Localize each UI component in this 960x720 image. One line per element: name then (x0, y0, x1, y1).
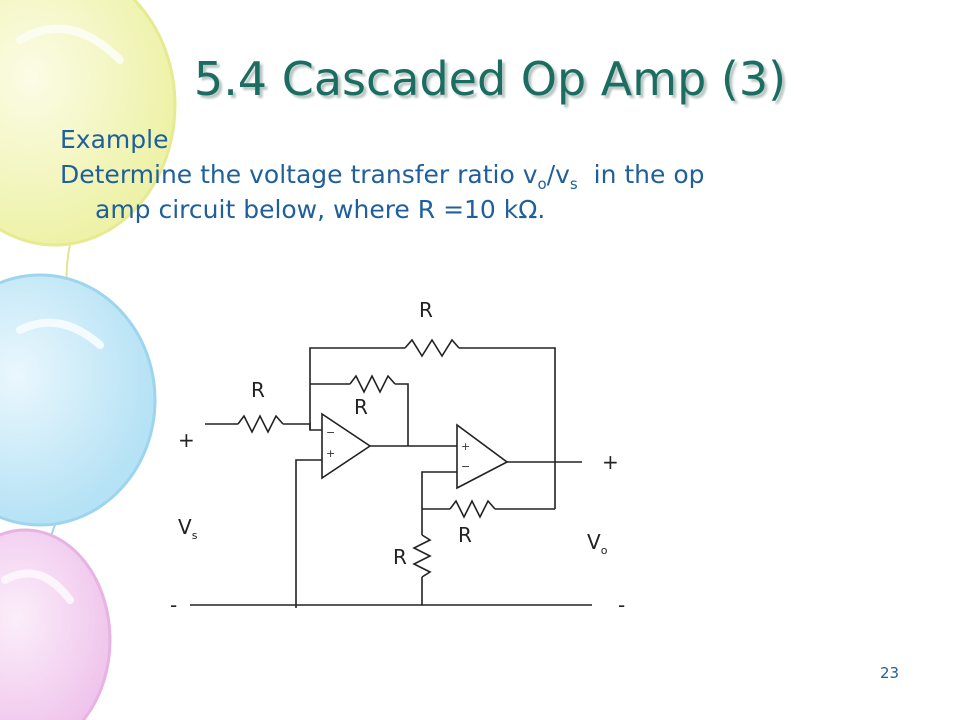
label-r-ground: R (393, 545, 407, 569)
pink-balloon-icon (0, 528, 112, 720)
top-feedback-wire (309, 347, 405, 430)
opamp1-minus-symbol: − (326, 426, 335, 439)
vo-main: V (587, 530, 601, 554)
label-r-feedback2: R (458, 523, 472, 547)
vs-sub: s (192, 529, 198, 542)
circuit-diagram: − + + − R R R R R + - + - Vs Vo (170, 298, 625, 617)
example-heading: Example (60, 125, 169, 154)
label-r-input: R (251, 378, 265, 402)
yellow-balloon-icon (0, 0, 177, 401)
vs-label: Vs (178, 515, 198, 542)
feedback2-resistor (449, 499, 496, 519)
input-resistor (237, 414, 284, 434)
opamp2-minus-wire (421, 471, 457, 509)
opamp1-plus-wire (295, 459, 322, 608)
problem-part-1: Determine the voltage transfer ratio v (60, 160, 538, 189)
opamp2-minus-symbol: − (461, 460, 470, 473)
problem-line-2: amp circuit below, where R =10 kΩ. (95, 195, 546, 224)
top-feedback-wire-right (459, 347, 556, 509)
problem-part-2: in the op (577, 160, 705, 189)
opamp2-plus-symbol: + (461, 440, 470, 453)
vo-sub: o (601, 544, 608, 557)
opamp2-triangle (456, 423, 509, 490)
label-r-feedback1: R (354, 395, 368, 419)
blue-balloon-icon (0, 273, 157, 601)
label-r-top: R (419, 298, 433, 322)
opamp1-plus-symbol: + (326, 447, 335, 460)
feedback1-wire-right (395, 383, 409, 446)
vs-subscript: s (569, 175, 578, 193)
input-wire-right (283, 423, 322, 431)
vs-main: V (178, 515, 192, 539)
input-minus-label: - (170, 593, 177, 617)
feedback1-resistor (349, 374, 396, 394)
ratio-slash: /v (546, 160, 570, 189)
slide-title: 5.4 Cascaded Op Amp (3) (193, 52, 787, 106)
ground-resistor (412, 534, 432, 578)
input-plus-label: + (178, 428, 195, 452)
output-minus-label: - (618, 593, 625, 617)
problem-line-1: Determine the voltage transfer ratio vo/… (60, 157, 920, 192)
vo-label: Vo (587, 530, 608, 557)
problem-text: Example Determine the voltage transfer r… (60, 122, 920, 227)
vo-subscript: o (537, 175, 547, 193)
page-number: 23 (880, 664, 900, 682)
opamp1-triangle (321, 412, 372, 480)
top-resistor (404, 338, 460, 358)
output-plus-label: + (602, 450, 619, 474)
